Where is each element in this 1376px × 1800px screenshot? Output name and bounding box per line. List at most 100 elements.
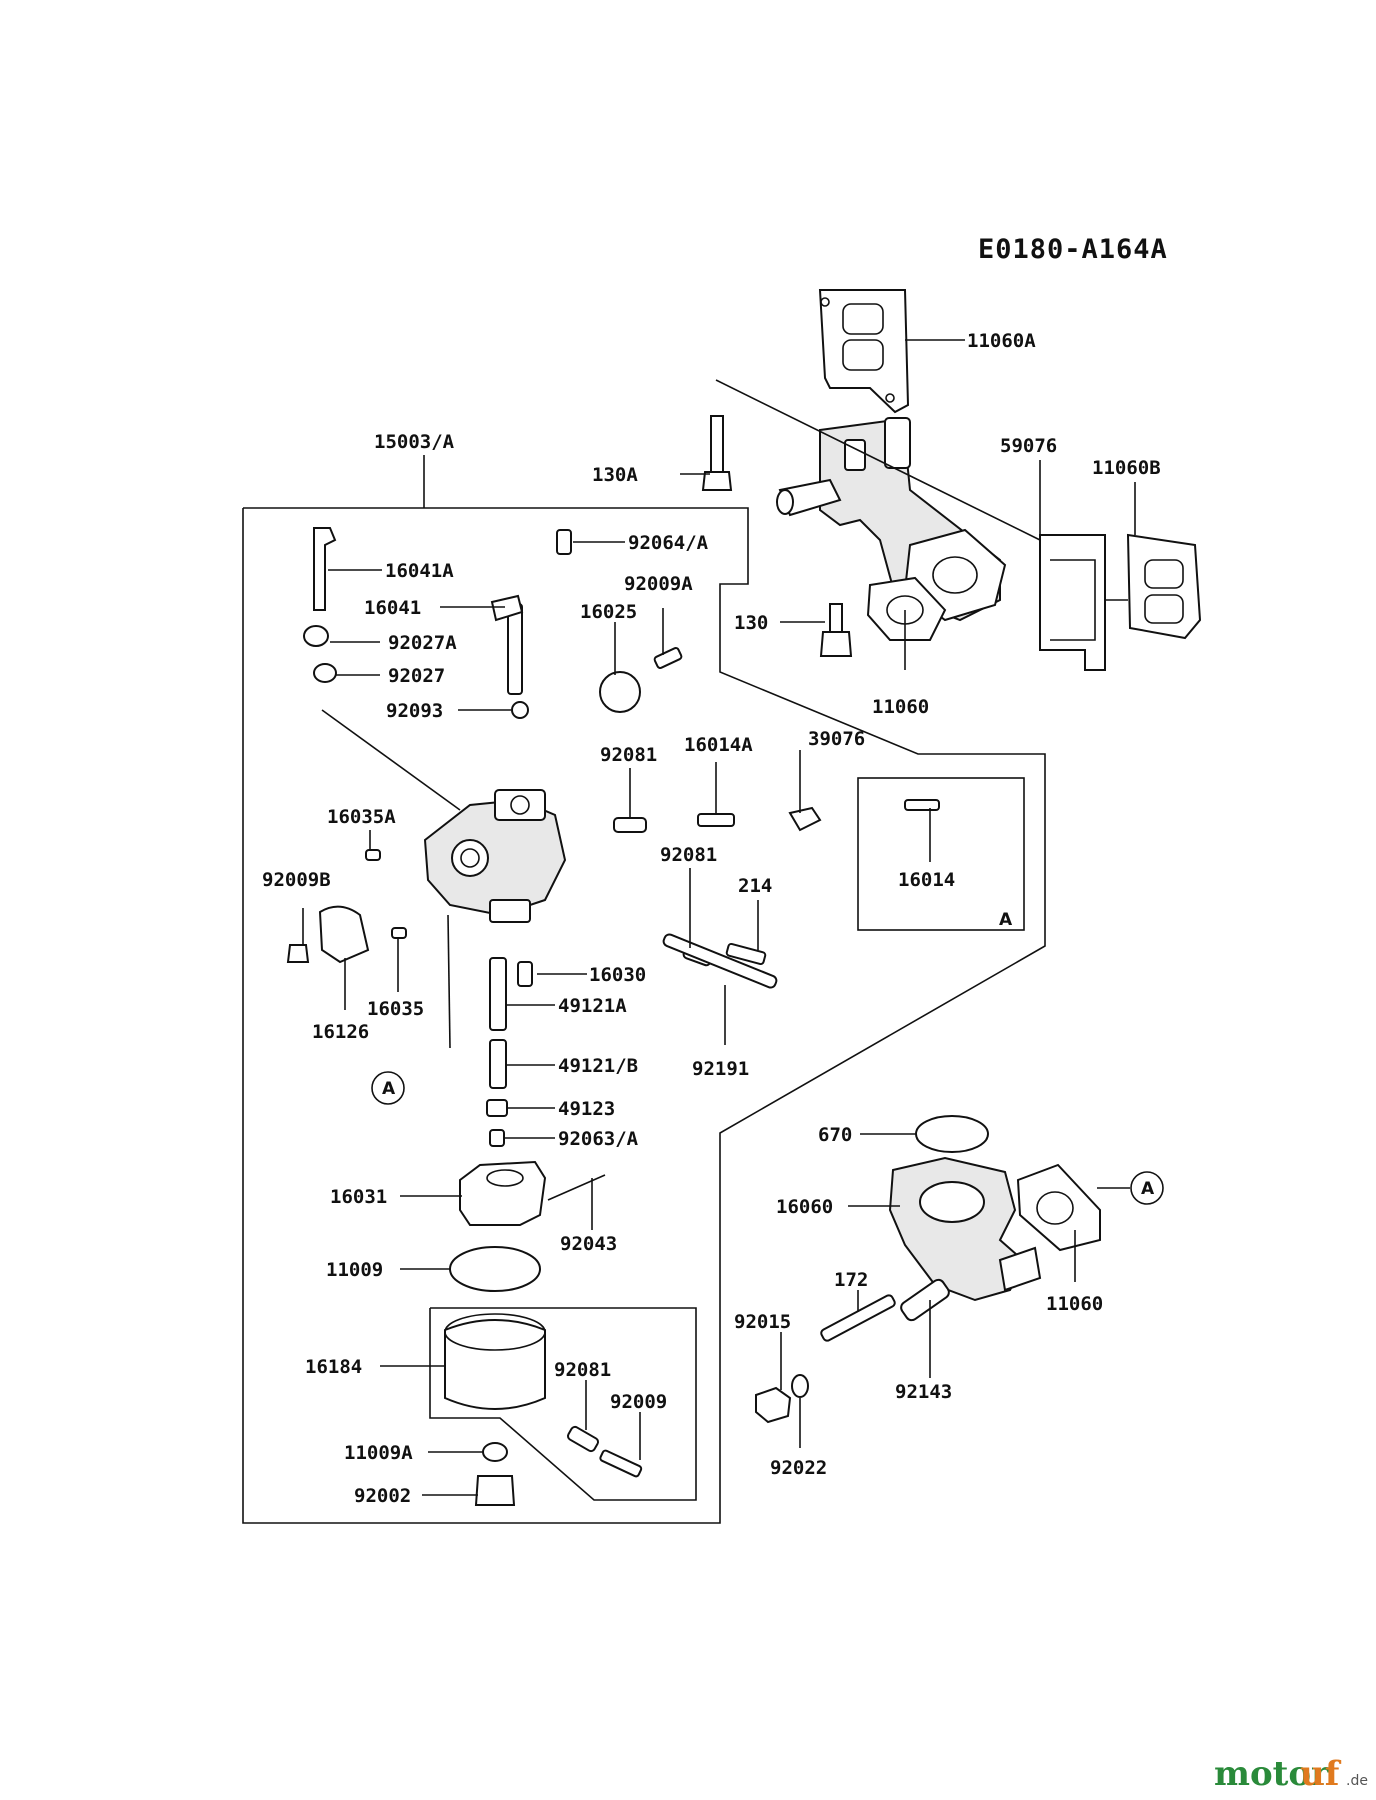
svg-text:.de: .de [1346,1773,1368,1789]
part-label: 16126 [312,1021,369,1043]
part-label: 130A [592,464,638,486]
float-16031 [459,1160,547,1226]
part-label: 92027A [388,632,457,654]
svg-text:A: A [382,1079,396,1099]
screw-214 [725,942,767,966]
part-label: 59076 [1000,435,1057,457]
float-chamber-box [429,1307,697,1501]
intake-manifold [715,289,1202,671]
throttle-shaft [490,594,524,695]
callout-a-left [371,1071,405,1105]
part-label: 11060 [872,696,929,718]
insulator-16060 [888,1156,1042,1302]
part-label: 16031 [330,1186,387,1208]
nut-92015 [755,1386,792,1424]
plug-92064a [556,529,572,555]
washer-92022 [791,1374,809,1398]
plate-16025 [599,671,641,713]
part-label: 92064/A [628,532,709,554]
spring-16035 [391,927,407,939]
collar-92143 [900,1278,950,1322]
jet-49121b [489,1039,507,1089]
part-label: 49121A [558,995,627,1017]
part-label: 16030 [589,964,646,986]
stud-172 [820,1294,896,1342]
part-label: 16184 [305,1356,362,1378]
watermark-logo: motor uf .de [1214,1754,1368,1794]
part-label: 92043 [560,1233,617,1255]
part-label: 11060A [967,330,1036,352]
spring-16035a [365,849,381,861]
part-label: 15003/A [374,431,455,453]
part-label: 92022 [770,1457,827,1479]
jet-92063a [489,1129,505,1147]
part-label: 92143 [895,1381,952,1403]
part-label: 49123 [558,1098,615,1120]
leader-lines [302,339,1136,1496]
oring-11009 [449,1246,541,1292]
float-needle-16030 [517,961,533,987]
part-label: 92191 [692,1058,749,1080]
bolt-130a [701,415,733,491]
part-label: 16025 [580,601,637,623]
gasket-11060-lower [1016,1163,1101,1252]
carburetor-body [423,789,567,923]
part-label: 16014 [898,869,955,891]
part-label: 16041 [364,597,421,619]
needle-16014 [904,799,940,811]
part-label: 16035 [367,998,424,1020]
part-label: 11009 [326,1259,383,1281]
part-label: 16041A [385,560,454,582]
part-label: 92081 [660,844,717,866]
part-label: 92081 [554,1359,611,1381]
svg-text:uf: uf [1300,1754,1342,1794]
screw-92009a [653,647,683,669]
spring-92081-bowl [566,1425,600,1453]
svg-text:A: A [1141,1179,1155,1199]
pin-92043 [547,1174,606,1201]
part-label: 39076 [808,728,865,750]
inset-label-a: A [999,910,1013,930]
part-label: 16035A [327,806,396,828]
part-label: 49121/B [558,1055,638,1077]
part-label: 92081 [600,744,657,766]
inset-box-a [857,777,1025,931]
cap-92027 [313,663,337,683]
part-label: 670 [818,1124,852,1146]
part-label: 130 [734,612,768,634]
part-label: 214 [738,875,772,897]
screw-39076 [788,806,822,832]
float-bowl-16184 [444,1313,546,1410]
part-label: 11009A [344,1442,413,1464]
bolt-92002 [474,1475,516,1506]
assembly-outline [242,507,1046,1524]
needle-16014a [697,813,735,827]
part-label: 11060 [1046,1293,1103,1315]
screw-92009 [599,1449,643,1478]
part-label: 16060 [776,1196,833,1218]
diagram-code: E0180-A164A [978,234,1168,265]
pin-92191 [662,933,778,989]
washer-11009a [482,1442,508,1462]
part-labels: 11060A 15003/A 130A 59076 11060B 92064/A… [262,330,1161,1507]
callout-a-right [1130,1171,1164,1205]
jet-49123 [486,1099,508,1117]
jet-49121a [489,957,507,1031]
part-label: 92002 [354,1485,411,1507]
part-label: 16014A [684,734,753,756]
part-label: 92009A [624,573,693,595]
plate-16126 [318,905,370,964]
choke-lever [313,527,337,611]
bolt-130 [819,603,853,657]
washer-92093 [511,701,529,719]
spring-92081-top [613,817,647,833]
part-label: 92009 [610,1391,667,1413]
part-label: 92093 [386,700,443,722]
screw-92009b [286,944,310,963]
svg-text:motor: motor [1214,1754,1330,1794]
oring-670 [915,1115,989,1153]
part-label: 92027 [388,665,445,687]
part-label: 92009B [262,869,331,891]
part-label: 92015 [734,1311,791,1333]
